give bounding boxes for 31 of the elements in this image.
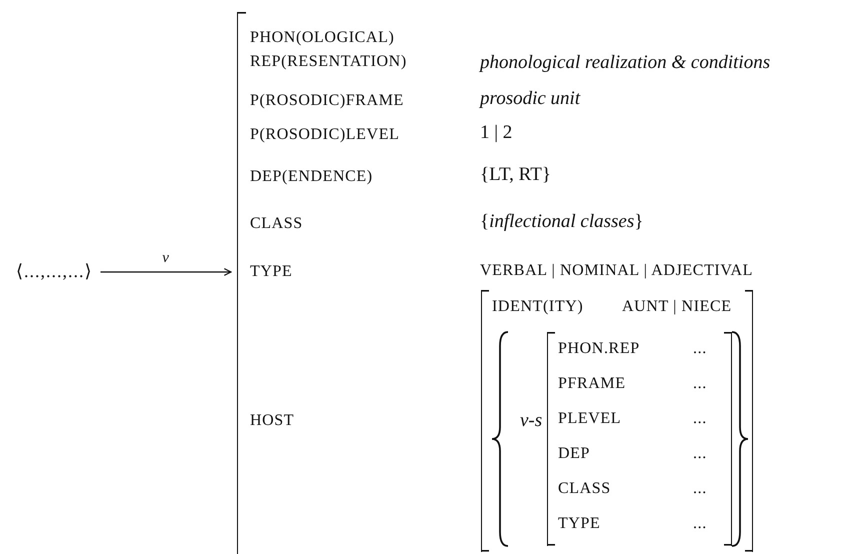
attribute-name: P(ROSODIC)LEVEL: [250, 126, 400, 144]
attribute-name: TYPE: [558, 515, 600, 533]
attribute-value: {LT, RT}: [480, 164, 551, 186]
attribute-name: PHON(OLOGICAL) REP(RESENTATION): [250, 28, 408, 72]
attribute-name: VERBAL | NOMINAL | ADJECTIVAL: [480, 262, 753, 280]
arrow: [100, 268, 232, 276]
edge-label: ν: [162, 250, 170, 267]
attribute-name: HOST: [250, 412, 294, 430]
attribute-name: P(ROSODIC)FRAME: [250, 92, 404, 110]
attribute-value: phonological realization & conditions: [480, 52, 770, 74]
attribute-name: ...: [693, 480, 707, 498]
attribute-value: v-s: [520, 410, 542, 432]
attribute-value: {inflectional classes}: [480, 211, 644, 233]
attribute-name: DEP(ENDENCE): [250, 168, 373, 186]
attribute-name: PFRAME: [558, 375, 626, 393]
attribute-name: ...: [693, 515, 707, 533]
attribute-name: TYPE: [250, 263, 292, 281]
attribute-name: ...: [693, 410, 707, 428]
tuple-text: ⟨...,...,...⟩: [16, 260, 92, 282]
attribute-name: ...: [693, 445, 707, 463]
attribute-name: CLASS: [250, 215, 303, 233]
attribute-name: PHON.REP: [558, 340, 640, 358]
attribute-name: PLEVEL: [558, 410, 622, 428]
attribute-value: prosodic unit: [480, 88, 580, 110]
attribute-name: CLASS: [558, 480, 611, 498]
attribute-value: 1 | 2: [480, 122, 512, 144]
attribute-name: ...: [693, 375, 707, 393]
attribute-name: DEP: [558, 445, 590, 463]
attribute-name: AUNT | NIECE: [622, 298, 732, 316]
attribute-name: IDENT(ITY): [492, 298, 584, 316]
attribute-name: ...: [693, 340, 707, 358]
